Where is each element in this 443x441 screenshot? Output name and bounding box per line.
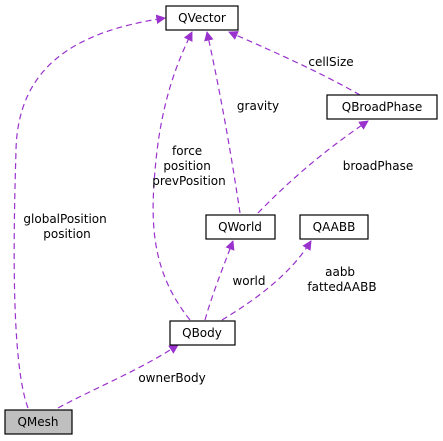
edge-label-broadphase: broadPhase [343, 159, 413, 173]
node-qbroadphase-label: QBroadPhase [342, 100, 423, 114]
edge-qworld-qbroadphase [257, 120, 369, 214]
edge-qbody-qaabb [221, 240, 312, 321]
edge-label-globalposition: globalPosition position [23, 212, 110, 241]
edge-qmesh-qvector [13, 14, 166, 409]
edge-label-aabb: aabb fattedAABB [307, 265, 376, 294]
node-qbody[interactable]: QBody [169, 320, 236, 346]
node-qbroadphase[interactable]: QBroadPhase [326, 94, 438, 120]
edge-label-force: force position prevPosition [152, 144, 226, 188]
edge-label-world: world [232, 274, 265, 288]
node-qaabb[interactable]: QAABB [299, 214, 369, 240]
node-qworld-label: QWorld [218, 220, 262, 234]
node-qvector[interactable]: QVector [165, 5, 239, 31]
node-qworld[interactable]: QWorld [205, 214, 276, 240]
edge-qmesh-qbody [57, 344, 179, 409]
node-qmesh[interactable]: QMesh [4, 409, 73, 435]
node-qmesh-label: QMesh [17, 415, 58, 429]
edge-label-cellsize: cellSize [308, 55, 353, 69]
edge-label-ownerbody: ownerBody [138, 371, 205, 385]
edges [13, 14, 369, 409]
node-qvector-label: QVector [178, 11, 226, 25]
edge-qbody-qworld [204, 240, 235, 321]
node-qbody-label: QBody [182, 326, 222, 340]
edge-qbody-qvector [152, 31, 193, 321]
edge-label-gravity: gravity [237, 99, 279, 113]
edge-qbroadphase-qvector [228, 31, 361, 96]
edge-labels: cellSize gravity broadPhase force positi… [23, 55, 413, 385]
node-qaabb-label: QAABB [313, 220, 356, 234]
